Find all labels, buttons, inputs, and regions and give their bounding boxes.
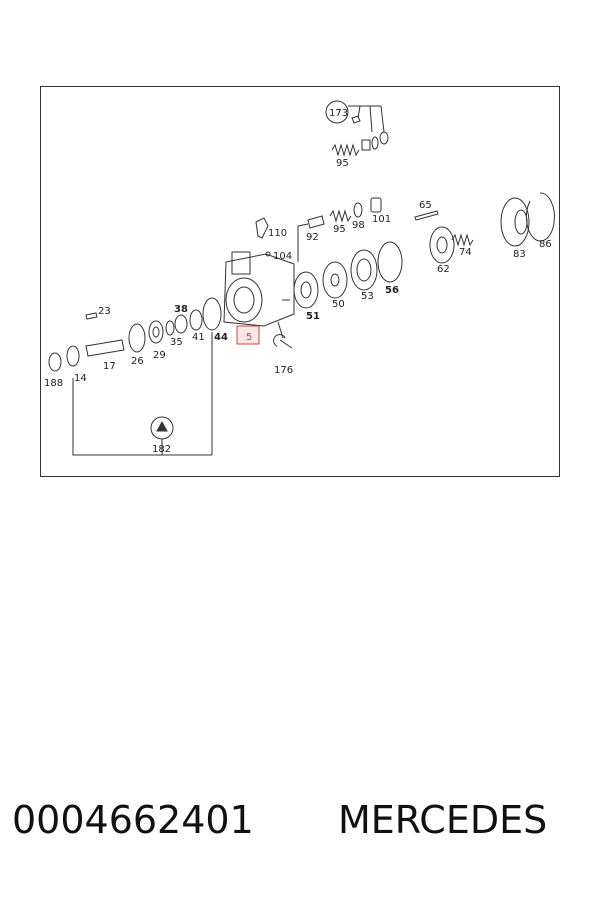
part-number: 0004662401: [12, 798, 254, 842]
wrench-176-icon: [273, 334, 293, 349]
rotor-51-icon: [293, 271, 319, 309]
label-101: 101: [372, 214, 391, 225]
brand-name: MERCEDES: [338, 798, 548, 842]
pin-65-icon: [414, 210, 439, 221]
nut-101-icon: [370, 197, 382, 213]
label-104: 104: [273, 251, 292, 262]
label-86: 86: [539, 239, 552, 250]
valve-body-icon: [361, 139, 371, 151]
bearing-53-icon: [350, 249, 378, 291]
callout-173-circle: [325, 100, 349, 124]
label-65: 65: [419, 200, 432, 211]
label-38: 38: [174, 304, 188, 315]
ring-98-icon: [353, 202, 363, 218]
spring-95-middle-icon: [329, 209, 352, 223]
bearing-38-icon: [174, 314, 188, 334]
nut-188-icon: [48, 352, 62, 372]
label-95-top: 95: [336, 158, 349, 169]
label-74: 74: [459, 247, 472, 258]
label-23: 23: [98, 306, 111, 317]
label-56: 56: [385, 285, 399, 296]
highlight-box-5: [236, 325, 260, 345]
housing-5-icon: [223, 253, 295, 327]
label-176: 176: [274, 365, 293, 376]
oring-44-icon: [202, 297, 222, 331]
label-62: 62: [437, 264, 450, 275]
label-92: 92: [306, 232, 319, 243]
label-51: 51: [306, 311, 320, 322]
disc-50-icon: [322, 261, 348, 299]
diagram-frame: [40, 86, 560, 477]
footer-caption: 0004662401 MERCEDES: [12, 798, 592, 858]
nut-icon: [379, 131, 389, 145]
housing-port-icon: [231, 251, 251, 275]
ring-26-icon: [128, 323, 146, 353]
label-188: 188: [44, 378, 63, 389]
shaft-17-icon: [85, 339, 125, 357]
label-29: 29: [153, 350, 166, 361]
label-35: 35: [170, 337, 183, 348]
label-44: 44: [214, 332, 228, 343]
key-23-icon: [85, 312, 98, 320]
spring-74-icon: [451, 233, 474, 247]
label-14: 14: [74, 373, 87, 384]
label-26: 26: [131, 356, 144, 367]
triangle-icon: [156, 420, 168, 432]
spring-95-top-icon: [331, 143, 360, 157]
bolt-icon: [351, 115, 361, 124]
bolt-110-icon: [255, 217, 269, 239]
washer-35-icon: [165, 320, 175, 336]
label-41: 41: [192, 332, 205, 343]
seal-ring-icon: [371, 136, 379, 150]
cover-83-icon: [500, 197, 530, 247]
label-110: 110: [268, 228, 287, 239]
callout-182-bracket: [72, 332, 213, 456]
label-98: 98: [352, 220, 365, 231]
seal-41-icon: [189, 309, 203, 331]
ring-56-icon: [377, 241, 403, 283]
bearing-29-icon: [148, 320, 164, 344]
callout-173-leaders: [348, 105, 385, 133]
label-53: 53: [361, 291, 374, 302]
label-5: 5: [246, 332, 252, 343]
label-50: 50: [332, 299, 345, 310]
label-17: 17: [103, 361, 116, 372]
fitting-92-icon: [307, 215, 325, 229]
label-83: 83: [513, 249, 526, 260]
label-182: 182: [152, 444, 171, 455]
label-173: 173: [329, 108, 348, 119]
snap-ring-86-icon: [525, 192, 555, 242]
label-95-middle: 95: [333, 224, 346, 235]
seal-14-icon: [66, 345, 80, 367]
plate-62-icon: [429, 226, 455, 264]
